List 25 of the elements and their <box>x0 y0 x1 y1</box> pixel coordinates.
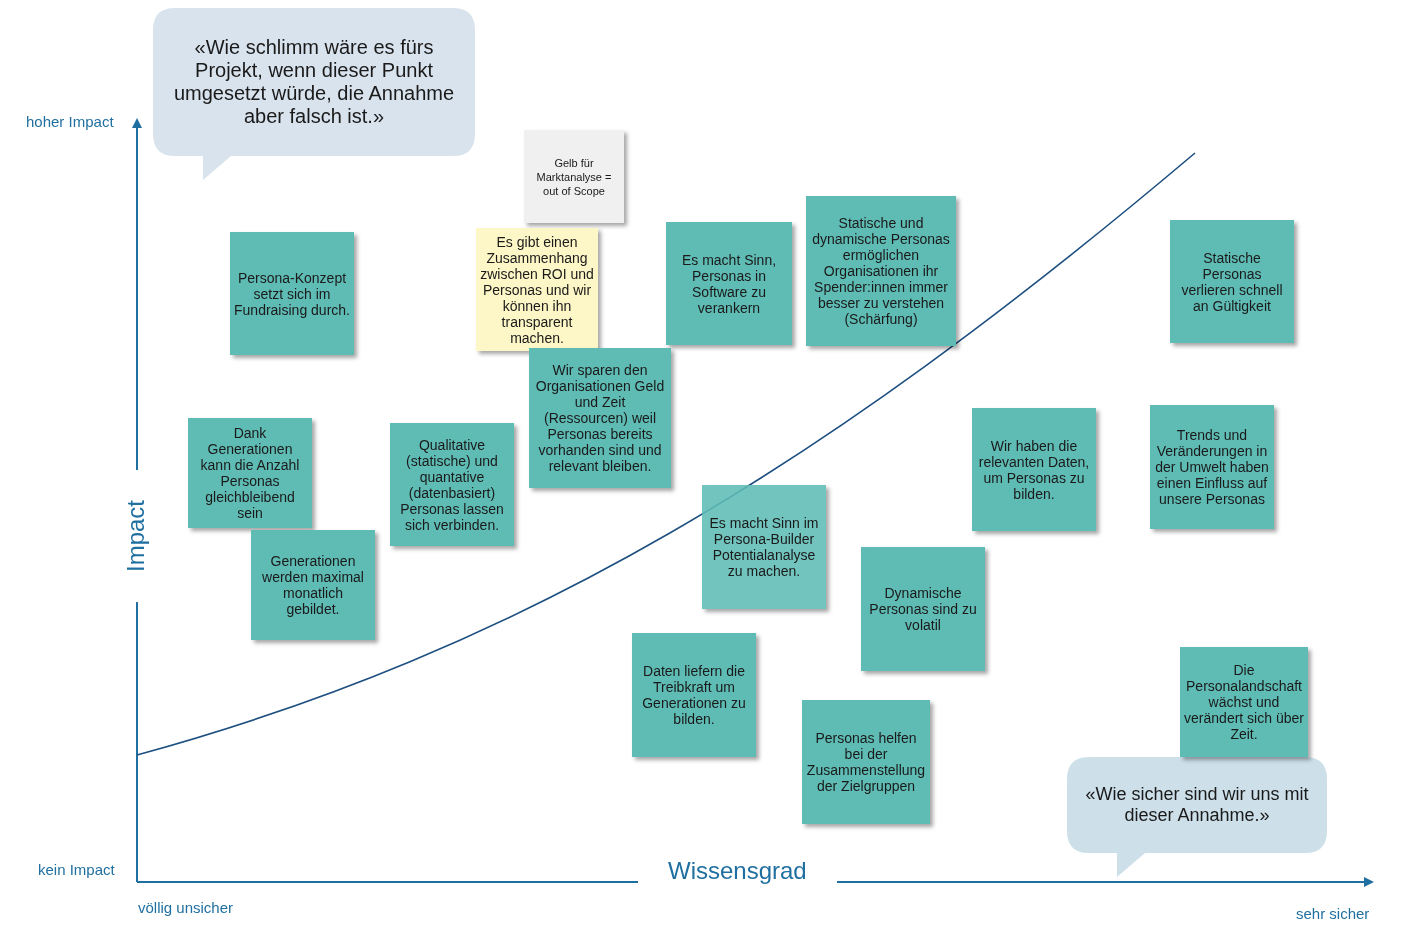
quote-text: «Wie schlimm wäre es fürs Projekt, wenn dieser Punkt umgesetzt würde, die Annahme aber falsch ist.» <box>172 36 456 128</box>
sticky-note: Es macht Sinn, Personas in Software zu verankern <box>666 222 792 345</box>
sticky-note: Wir haben die relevanten Daten, um Personas zu bilden. <box>972 408 1096 531</box>
sticky-note: Statische Personas verlieren schnell an Gültigkeit <box>1170 220 1294 343</box>
sticky-note: Trends und Veränderungen in der Umwelt haben einen Einfluss auf unsere Personas <box>1150 405 1274 529</box>
sticky-note: Dynamische Personas sind zu volatil <box>861 547 985 671</box>
sticky-note: Die Personalandschaft wächst und verändert sich über Zeit. <box>1180 647 1308 757</box>
sticky-note: Gelb für Marktanalyse = out of Scope <box>524 130 624 223</box>
axis-label: kein Impact <box>38 861 115 878</box>
sticky-note: Dank Generationen kann die Anzahl Personas gleichbleibend sein <box>188 418 312 528</box>
axis-label: völlig unsicher <box>138 899 234 916</box>
axis-label: sehr sicher <box>1296 905 1370 922</box>
sticky-note: Persona-Konzept setzt sich im Fundraising durch. <box>230 232 354 355</box>
sticky-note: Es gibt einen Zusammenhang zwischen ROI und Personas und wir können ihn transparent machen. <box>476 228 598 351</box>
axis-label: hoher Impact <box>26 113 114 130</box>
quote-text: «Wie sicher sind wir uns mit dieser Annahme.» <box>1084 784 1310 826</box>
sticky-note: Qualitative (statische) und quantative (datenbasiert) Personas lassen sich verbinden. <box>390 423 514 546</box>
sticky-note: Generationen werden maximal monatlich gebildet. <box>251 530 375 640</box>
speech-bubble <box>153 8 475 180</box>
sticky-note: Es macht Sinn im Persona-Builder Potentialanalyse zu machen. <box>702 485 826 609</box>
sticky-note: Personas helfen bei der Zusammenstellung der Zielgruppen <box>802 700 930 824</box>
speech-bubble <box>1067 757 1327 877</box>
sticky-note: Statische und dynamische Personas ermöglichen Organisationen ihr Spender:innen immer besser zu verstehen (Schärfung) <box>806 196 956 346</box>
sticky-note: Daten liefern die Treibkraft um Generationen zu bilden. <box>632 633 756 757</box>
sticky-note: Wir sparen den Organisationen Geld und Zeit (Ressourcen) weil Personas bereits vorhanden sind und relevant bleiben. <box>529 348 671 488</box>
